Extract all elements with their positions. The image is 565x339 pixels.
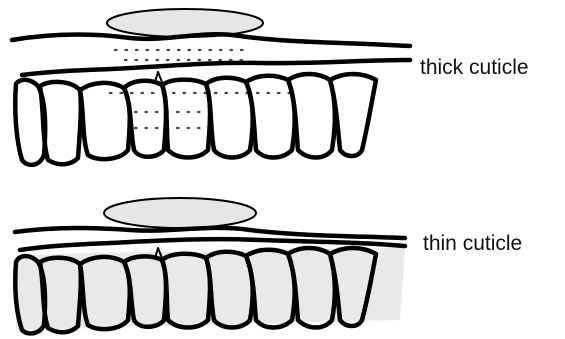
thin-cuticle-label: thin cuticle bbox=[423, 232, 522, 255]
thick-cell-3 bbox=[80, 83, 130, 159]
spore-thick bbox=[107, 9, 263, 37]
thin-cuticle-outer-line bbox=[15, 228, 405, 238]
thick-cuticle-label: thick cuticle bbox=[420, 56, 529, 79]
thick-cuticle-outer-line bbox=[12, 34, 410, 46]
thick-cell-6 bbox=[206, 78, 253, 158]
thin-cuticle-panel: thin cuticle bbox=[15, 198, 522, 333]
thick-cell-7 bbox=[246, 76, 295, 158]
thick-cuticle-panel: thick cuticle bbox=[12, 9, 529, 165]
thick-epidermal-cells bbox=[15, 74, 376, 165]
thick-cell-9 bbox=[330, 74, 376, 156]
spore-thin bbox=[104, 198, 256, 228]
thick-cusp bbox=[155, 72, 162, 82]
thick-cell-5 bbox=[162, 80, 210, 158]
